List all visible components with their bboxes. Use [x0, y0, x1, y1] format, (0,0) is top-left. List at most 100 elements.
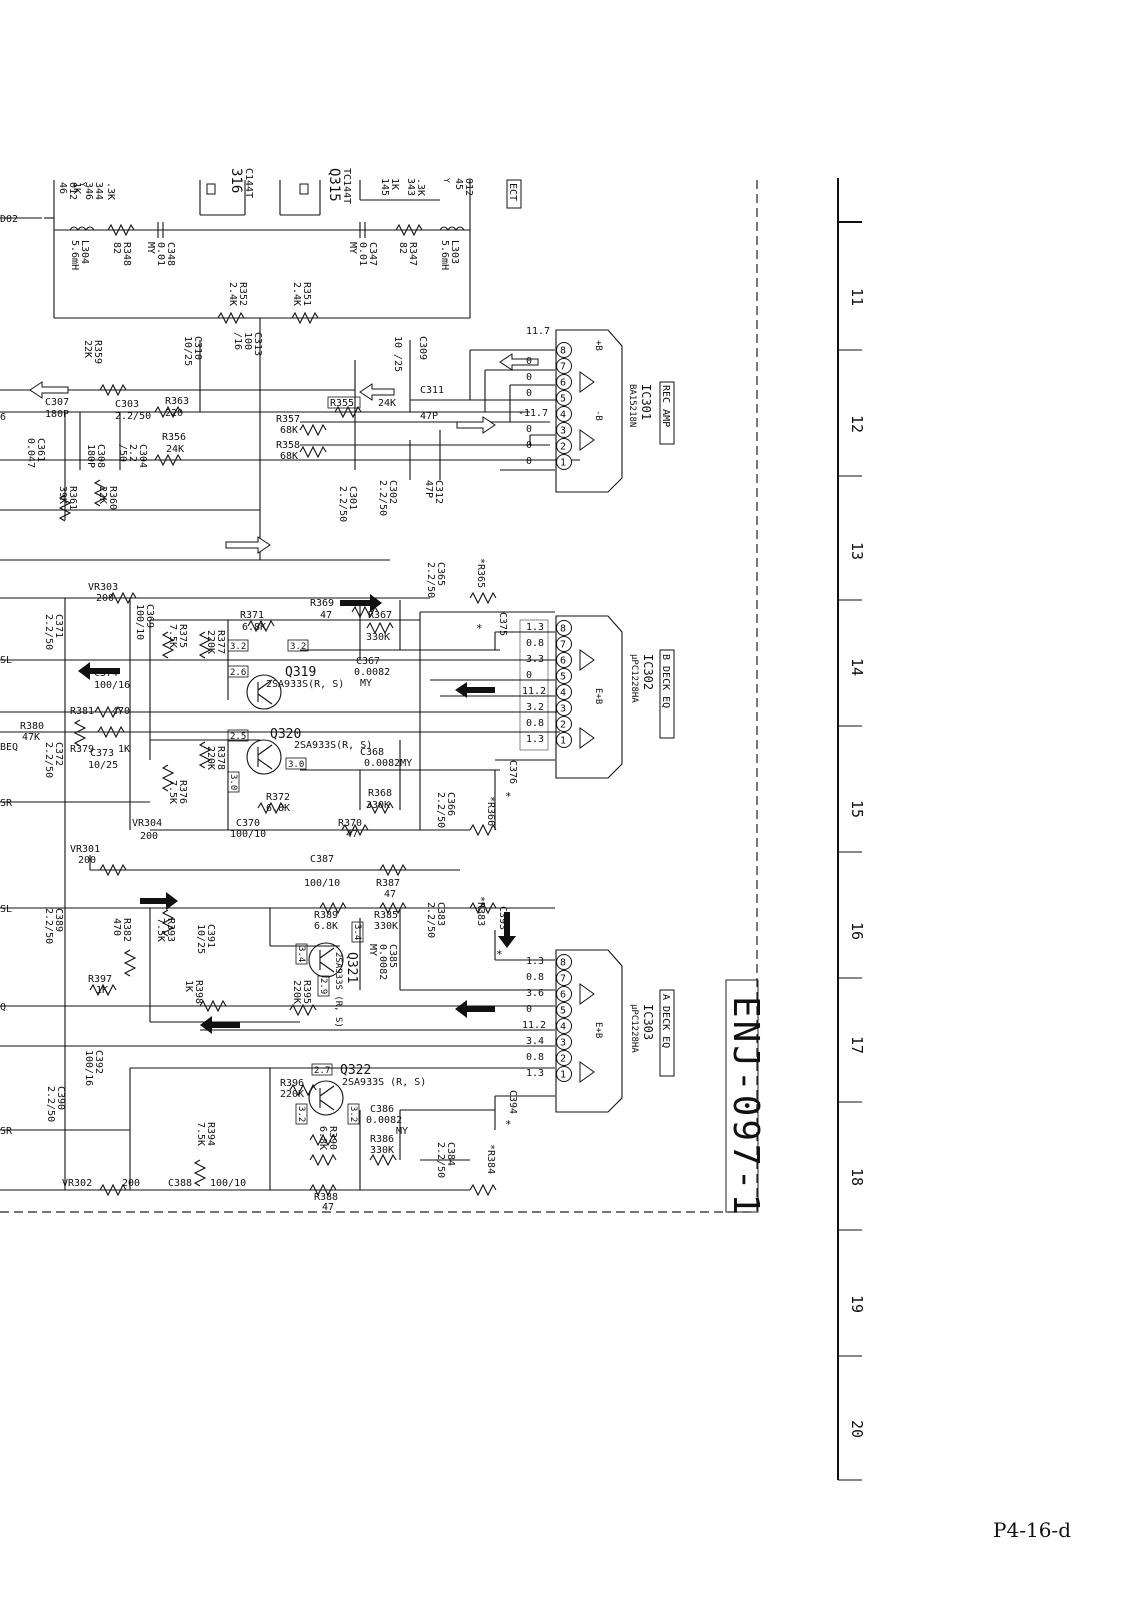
transistor-q322: Q322 2SA933S (R, S) 2.7 3.2 3.2: [295, 1063, 426, 1125]
svg-text:*: *: [496, 948, 503, 961]
svg-text:C313: C313: [252, 332, 263, 356]
svg-text:10/25: 10/25: [195, 924, 206, 954]
svg-text:0.8: 0.8: [526, 638, 544, 649]
svg-text:C386: C386: [370, 1104, 394, 1115]
svg-text:Q: Q: [0, 1002, 6, 1013]
svg-text:C374: C374: [94, 668, 118, 679]
svg-text:1K: 1K: [389, 178, 400, 190]
svg-text:/50: /50: [117, 444, 128, 462]
svg-text:.3K: .3K: [105, 182, 116, 200]
svg-text:39K: 39K: [57, 486, 68, 504]
ic-pin: [556, 406, 572, 422]
ic303-function: A DECK EQ: [660, 994, 671, 1048]
svg-text:C361: C361: [35, 438, 46, 462]
svg-text:3.4: 3.4: [526, 1036, 544, 1047]
ic-pin-number: 8: [560, 624, 566, 635]
svg-text:200: 200: [122, 1178, 140, 1189]
svg-text:220: 220: [165, 408, 183, 419]
svg-text:+B: +B: [593, 340, 603, 351]
svg-text:3.4: 3.4: [296, 946, 306, 962]
svg-text:R359: R359: [92, 340, 103, 364]
svg-text:47P: 47P: [420, 411, 438, 422]
svg-text:3.2: 3.2: [230, 642, 246, 652]
svg-text:C367: C367: [356, 656, 380, 667]
ic-pin: [556, 620, 572, 636]
svg-text:*: *: [505, 1118, 512, 1131]
svg-text:3.2: 3.2: [290, 642, 306, 652]
svg-text:24K: 24K: [166, 444, 184, 455]
ic-pin-number: 6: [560, 378, 566, 389]
svg-text:10/25: 10/25: [88, 760, 118, 771]
svg-text:0: 0: [526, 372, 532, 383]
svg-text:0.047: 0.047: [25, 438, 36, 468]
svg-text:200: 200: [96, 593, 114, 604]
svg-text:12: 12: [848, 415, 866, 433]
svg-text:R394: R394: [205, 1122, 216, 1146]
svg-text:145: 145: [379, 178, 390, 196]
svg-text:C385: C385: [387, 944, 398, 968]
svg-text:3.2: 3.2: [526, 702, 544, 713]
ic-pin: [556, 636, 572, 652]
svg-text:0.8: 0.8: [526, 972, 544, 983]
grid-number: 15: [848, 800, 866, 818]
svg-text:10/25: 10/25: [182, 336, 193, 366]
svg-text:0: 0: [526, 388, 532, 399]
svg-text:1.3: 1.3: [526, 956, 544, 967]
svg-text:R388: R388: [314, 1192, 338, 1203]
svg-text:C369: C369: [144, 604, 155, 628]
svg-text:220K: 220K: [205, 746, 216, 770]
svg-text:SR: SR: [0, 1126, 13, 1137]
ic-pin-number: 4: [560, 410, 566, 421]
svg-text:330K: 330K: [366, 800, 390, 811]
svg-text:*R365: *R365: [475, 558, 486, 588]
svg-text:C366: C366: [445, 792, 456, 816]
svg-text:2.6: 2.6: [230, 668, 246, 678]
svg-text:7.5K: 7.5K: [155, 918, 166, 942]
svg-text:2.2/50: 2.2/50: [425, 902, 436, 938]
svg-text:45: 45: [453, 178, 464, 190]
ic301-ref: IC301: [639, 384, 653, 420]
svg-text:100/10: 100/10: [210, 1178, 246, 1189]
svg-text:2.2/50: 2.2/50: [435, 792, 446, 828]
ic-pin-number: 1: [560, 1070, 566, 1081]
svg-text:0.8: 0.8: [526, 1052, 544, 1063]
svg-text:22K: 22K: [82, 340, 93, 358]
ic-pin: [556, 954, 572, 970]
svg-text:7.5K: 7.5K: [195, 1122, 206, 1146]
svg-text:7.5K: 7.5K: [167, 780, 178, 804]
ic-pin-number: 7: [560, 640, 566, 651]
svg-text:Q322: Q322: [340, 1063, 371, 1078]
svg-text:L304: L304: [79, 240, 90, 264]
svg-text:2.2/50: 2.2/50: [377, 480, 388, 516]
svg-text:R360: R360: [107, 486, 118, 510]
ic-pin-number: 2: [560, 1054, 566, 1065]
grid-number: 16: [848, 922, 866, 940]
svg-text:17: 17: [848, 1036, 866, 1054]
ic-pin-number: 3: [560, 1038, 566, 1049]
svg-text:100/16: 100/16: [83, 1050, 94, 1086]
svg-text:6.8K: 6.8K: [314, 921, 338, 932]
ic-pin: [556, 454, 572, 470]
svg-text:2.2/50: 2.2/50: [435, 1142, 446, 1178]
svg-text:MY: MY: [367, 944, 378, 956]
ic-pin: [556, 732, 572, 748]
page-label: P4-16-d: [993, 1518, 1071, 1542]
svg-text:2SA933S(R, S): 2SA933S(R, S): [266, 679, 344, 690]
ic303-ref: IC303: [641, 1004, 655, 1040]
ic301-function: REC AMP: [660, 385, 671, 427]
svg-text:012: 012: [463, 178, 474, 196]
svg-text:BEQ: BEQ: [0, 742, 18, 753]
ic-pin: [556, 1066, 572, 1082]
svg-text:100/16: 100/16: [94, 680, 130, 691]
svg-text:R385: R385: [374, 910, 398, 921]
ic-pin: [556, 342, 572, 358]
svg-text:C371: C371: [53, 614, 64, 638]
grid-number: 19: [848, 1295, 866, 1313]
ic-pin-number: 5: [560, 394, 566, 405]
svg-text:2.7: 2.7: [314, 1066, 330, 1076]
ic-pin-number: 1: [560, 736, 566, 747]
svg-text:1.3: 1.3: [526, 622, 544, 633]
svg-text:MY: MY: [396, 1126, 408, 1137]
svg-text:VR302: VR302: [62, 1178, 92, 1189]
